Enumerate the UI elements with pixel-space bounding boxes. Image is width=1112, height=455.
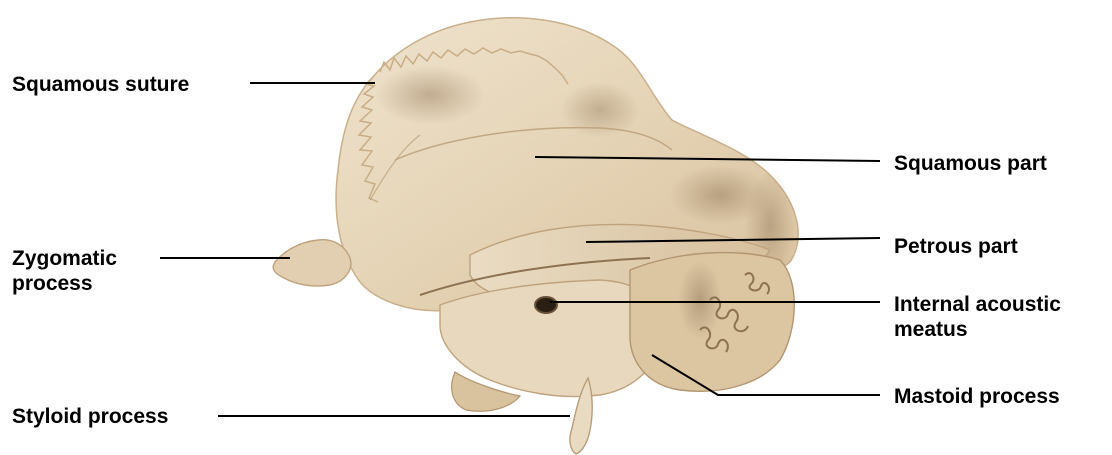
shadow-upper-left — [375, 65, 485, 125]
label-zygomatic-process-line2: process — [12, 271, 117, 296]
label-internal-acoustic-meatus-line1: Internal acoustic — [894, 292, 1061, 317]
label-styloid-process: Styloid process — [12, 404, 168, 429]
label-internal-acoustic-meatus-line2: meatus — [894, 317, 1061, 342]
zygomatic-process-shape — [273, 240, 351, 286]
label-zygomatic-process: Zygomatic process — [12, 246, 117, 296]
label-mastoid-process: Mastoid process — [894, 384, 1060, 409]
label-petrous-part: Petrous part — [894, 234, 1018, 259]
label-squamous-part: Squamous part — [894, 151, 1047, 176]
label-squamous-suture: Squamous suture — [12, 72, 189, 97]
label-zygomatic-process-line1: Zygomatic — [12, 246, 117, 271]
internal-acoustic-meatus-opening — [535, 297, 557, 313]
mastoid-shadow — [678, 260, 722, 340]
label-internal-acoustic-meatus: Internal acoustic meatus — [894, 292, 1061, 342]
shadow-upper-right — [560, 82, 640, 138]
